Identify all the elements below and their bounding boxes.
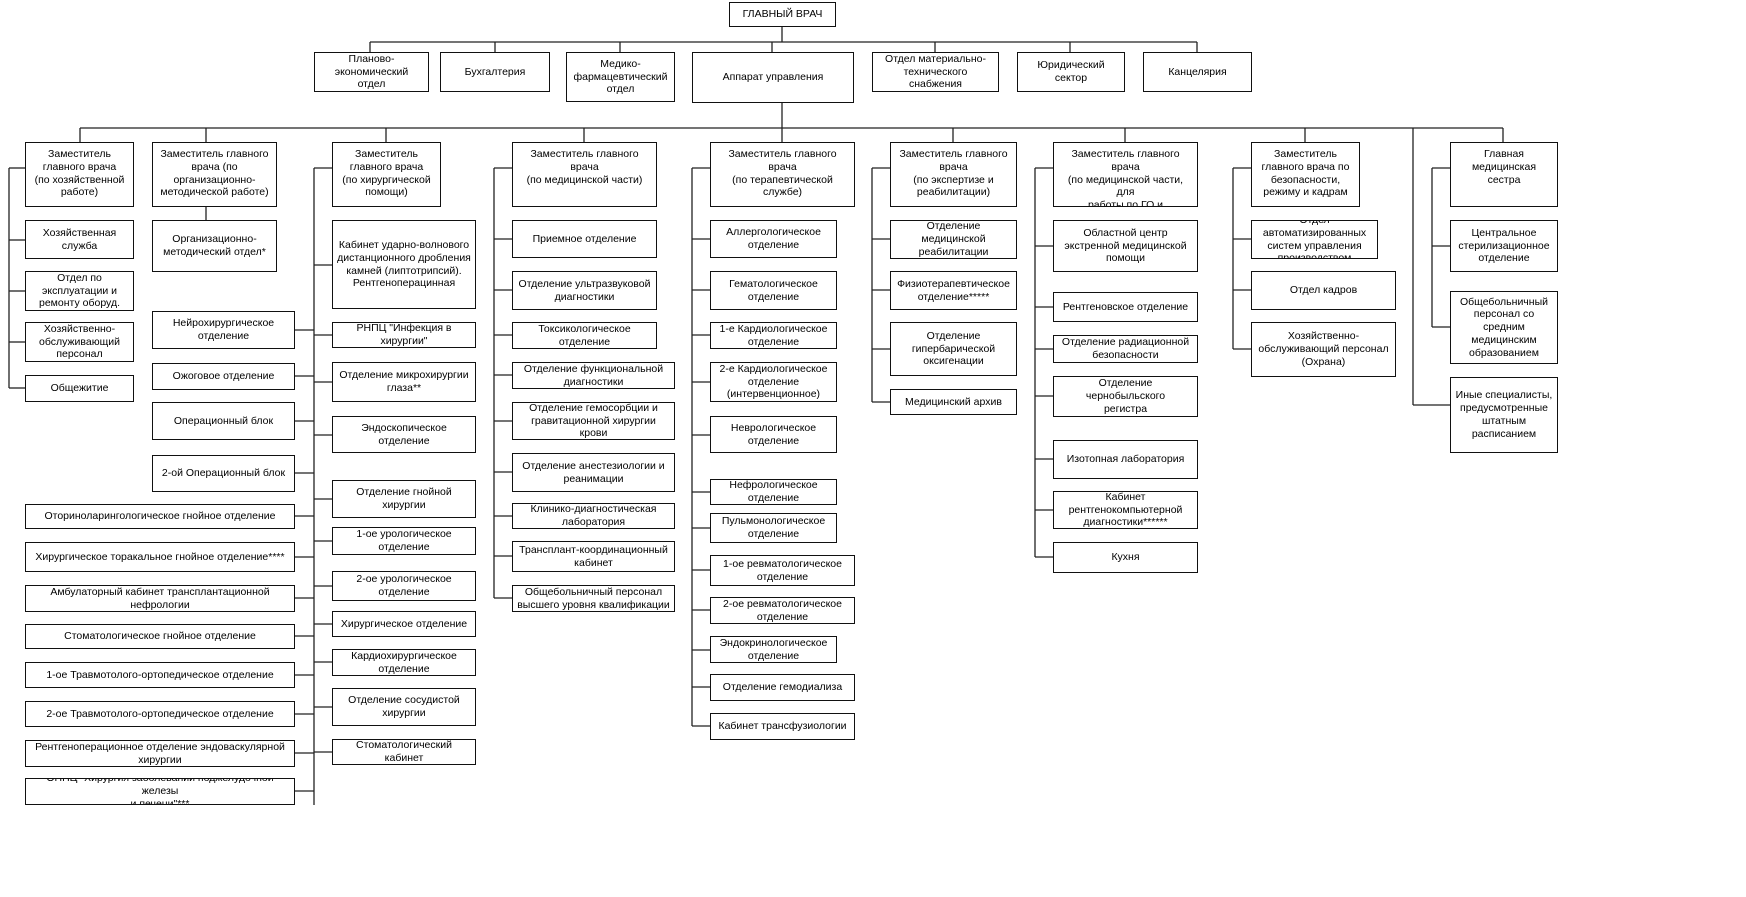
unit-radiation-safety: Отделение радиационной безопасности: [1053, 335, 1198, 363]
unit-asu: Отдел автоматизированных систем управлен…: [1251, 220, 1378, 259]
deputy-civil-defense: Заместитель главного врача (по медицинск…: [1053, 142, 1198, 207]
unit-neurology: Неврологическое отделение: [710, 416, 837, 453]
unit-onpc-pancreas: ОНПЦ "Хирургия заболеваний поджелудочной…: [25, 778, 295, 805]
unit-rnpc-infection: РНПЦ "Инфекция в хирургии": [332, 322, 476, 348]
top-unit-planning: Планово- экономический отдел: [314, 52, 429, 92]
unit-guard-staff: Хозяйственно- обслуживающий персонал (Ох…: [1251, 322, 1396, 377]
top-unit-supply: Отдел материально- технического снабжени…: [872, 52, 999, 92]
unit-equipment-repair: Отдел по эксплуатации и ремонту оборуд.: [25, 271, 134, 311]
unit-med-rehab: Отделение медицинской реабилитации: [890, 220, 1017, 259]
unit-eye-microsurgery: Отделение микрохирургии глаза**: [332, 362, 476, 402]
unit-ent-purulent: Оториноларингологическое гнойное отделен…: [25, 504, 295, 529]
unit-thoracic-purulent: Хирургическое торакальное гнойное отделе…: [25, 542, 295, 572]
unit-rheumatology-2: 2-ое ревматологическое отделение: [710, 597, 855, 624]
unit-med-archive: Медицинский архив: [890, 389, 1017, 415]
deputy-economic: Заместитель главного врача (по хозяйстве…: [25, 142, 134, 207]
unit-anesthesiology: Отделение анестезиологии и реанимации: [512, 453, 675, 492]
deputy-security: Заместитель главного врача по безопаснос…: [1251, 142, 1360, 207]
unit-hemosorption: Отделение гемосорбции и гравитационной х…: [512, 402, 675, 440]
root-box: ГЛАВНЫЙ ВРАЧ: [729, 2, 836, 27]
top-unit-accounting: Бухгалтерия: [440, 52, 550, 92]
unit-ultrasound: Отделение ультразвуковой диагностики: [512, 271, 657, 310]
top-unit-pharma: Медико- фармацевтический отдел: [566, 52, 675, 102]
unit-emergency-center: Областной центр экстренной медицинской п…: [1053, 220, 1198, 272]
unit-toxicology: Токсикологическое отделение: [512, 322, 657, 349]
unit-other-specialists: Иные специалисты, предусмотренные штатны…: [1450, 377, 1558, 453]
unit-hemodialysis: Отделение гемодиализа: [710, 674, 855, 701]
unit-purulent-surgery: Отделение гнойной хирургии: [332, 480, 476, 518]
unit-burn: Ожоговое отделение: [152, 363, 295, 390]
unit-pulmonology: Пульмонологическое отделение: [710, 513, 837, 543]
unit-urology-1: 1-ое урологическое отделение: [332, 527, 476, 555]
unit-dental-office: Стоматологический кабинет: [332, 739, 476, 765]
top-unit-chancellery: Канцелярия: [1143, 52, 1252, 92]
unit-dormitory: Общежитие: [25, 375, 134, 402]
unit-ct-diagnostics: Кабинет рентгенокомпьютерной диагностики…: [1053, 491, 1198, 529]
unit-clinical-lab: Клинико-диагностическая лаборатория: [512, 503, 675, 529]
unit-endoscopy: Эндоскопическое отделение: [332, 416, 476, 453]
top-unit-administration: Аппарат управления: [692, 52, 854, 103]
org-chart: ГЛАВНЫЙ ВРАЧ Планово- экономический отде…: [8, 2, 1558, 805]
unit-rheumatology-1: 1-ое ревматологическое отделение: [710, 555, 855, 586]
unit-transplant-coord: Трансплант-координационный кабинет: [512, 541, 675, 572]
unit-urology-2: 2-ое урологическое отделение: [332, 571, 476, 601]
unit-chernobyl-registry: Отделение чернобыльского регистра: [1053, 376, 1198, 417]
unit-surgery: Хирургическое отделение: [332, 611, 476, 637]
unit-endovascular: Рентгеноперационное отделение эндоваскул…: [25, 740, 295, 767]
chief-nurse: Главная медицинская сестра: [1450, 142, 1558, 207]
unit-high-qualified-staff: Общебольничный персонал высшего уровня к…: [512, 585, 675, 612]
deputy-medical: Заместитель главного врача (по медицинск…: [512, 142, 657, 207]
unit-reception: Приемное отделение: [512, 220, 657, 258]
unit-economic-service: Хозяйственная служба: [25, 220, 134, 259]
unit-nursing-staff: Общебольничный персонал со средним медиц…: [1450, 291, 1558, 364]
connector-lines: [8, 27, 1504, 805]
unit-endocrinology: Эндокринологическое отделение: [710, 636, 837, 663]
unit-allergology: Аллергологическое отделение: [710, 220, 837, 258]
unit-operating-block: Операционный блок: [152, 402, 295, 440]
unit-trauma-1: 1-ое Травмотолого-ортопедическое отделен…: [25, 662, 295, 688]
unit-sterilization: Центральное стерилизационное отделение: [1450, 220, 1558, 272]
unit-dental-purulent: Стоматологическое гнойное отделение: [25, 624, 295, 649]
unit-isotope-lab: Изотопная лаборатория: [1053, 440, 1198, 479]
unit-service-staff: Хозяйственно- обслуживающий персонал: [25, 322, 134, 362]
unit-cardiology-2: 2-е Кардиологическое отделение (интервен…: [710, 362, 837, 402]
unit-org-method: Организационно- методический отдел*: [152, 220, 277, 272]
deputy-surgical: Заместитель главного врача (по хирургиче…: [332, 142, 441, 207]
unit-neurosurgery: Нейрохирургическое отделение: [152, 311, 295, 349]
unit-transfusiology: Кабинет трансфузиологии: [710, 713, 855, 740]
unit-operating-block-2: 2-ой Операционный блок: [152, 455, 295, 492]
deputy-therapeutic: Заместитель главного врача (по терапевти…: [710, 142, 855, 207]
unit-nephrology: Нефрологическое отделение: [710, 479, 837, 505]
unit-cardiology-1: 1-е Кардиологическое отделение: [710, 322, 837, 349]
deputy-expertise: Заместитель главного врача (по экспертиз…: [890, 142, 1017, 207]
unit-hematology: Гематологическое отделение: [710, 271, 837, 310]
unit-vascular-surgery: Отделение сосудистой хирургии: [332, 688, 476, 726]
unit-functional-diag: Отделение функциональной диагностики: [512, 362, 675, 389]
unit-kitchen: Кухня: [1053, 542, 1198, 573]
unit-xray: Рентгеновское отделение: [1053, 292, 1198, 322]
unit-hyperbaric: Отделение гипербарической оксигенации: [890, 322, 1017, 376]
unit-lithotripsy: Кабинет ударно-волнового дистанционного …: [332, 220, 476, 309]
unit-physiotherapy: Физиотерапевтическое отделение*****: [890, 271, 1017, 310]
unit-hr: Отдел кадров: [1251, 271, 1396, 310]
unit-trauma-2: 2-ое Травмотолого-ортопедическое отделен…: [25, 701, 295, 727]
unit-cardiac-surgery: Кардиохирургическое отделение: [332, 649, 476, 676]
top-unit-legal: Юридический сектор: [1017, 52, 1125, 92]
deputy-methodical: Заместитель главного врача (по организац…: [152, 142, 277, 207]
unit-transplant-nephrology: Амбулаторный кабинет трансплантационной …: [25, 585, 295, 612]
